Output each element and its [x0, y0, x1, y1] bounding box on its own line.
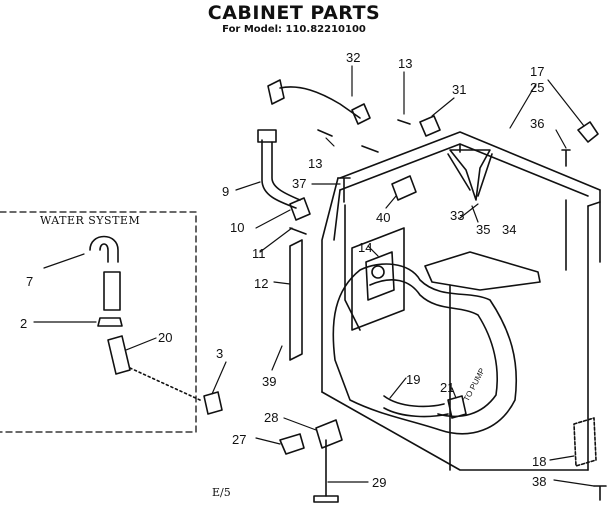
callout-7: 7: [26, 274, 33, 289]
hinge-18: [573, 417, 597, 467]
to-pump-note: TO PUMP: [462, 367, 487, 403]
harness-connector: [267, 79, 285, 105]
inlet-line: [129, 367, 201, 401]
clamp-10: [289, 197, 311, 221]
pressure-switch-knob: [371, 265, 385, 279]
callout-19: 19: [406, 372, 420, 387]
callout-37: 37: [292, 176, 306, 191]
callout-10: 10: [230, 220, 244, 235]
leveling-foot: [313, 495, 339, 503]
callout-2: 2: [20, 316, 27, 331]
screw-37b: [361, 145, 379, 153]
callout-38: 38: [532, 474, 546, 489]
cabinet-top-opening: [424, 251, 541, 291]
clamp-2: [97, 317, 123, 327]
water-system-inset-border: [0, 211, 197, 433]
callout-36: 36: [530, 116, 544, 131]
callout-27: 27: [232, 432, 246, 447]
callout-39: 39: [262, 374, 276, 389]
water-system-label: WATER SYSTEM: [40, 214, 141, 227]
callout-18: 18: [532, 454, 546, 469]
model-subtitle: For Model: 110.82210100: [222, 24, 366, 35]
top-bracket-arms: [449, 149, 491, 201]
inlet-hose-7: [89, 235, 119, 263]
callout-3: 3: [216, 346, 223, 361]
callout-20: 20: [158, 330, 172, 345]
side-panel: [289, 239, 303, 361]
callout-25: 25: [530, 80, 544, 95]
part-40: [391, 175, 417, 201]
fill-hose-cap: [257, 129, 277, 143]
callout-labels: 32 13 31 17 25 36 9 13 37 40 33 35 34 10…: [20, 50, 546, 490]
callout-29: 29: [372, 475, 386, 490]
inlet-hose-7-inner: [99, 243, 109, 263]
callout-11: 11: [252, 246, 266, 261]
callout-13b: 13: [308, 156, 322, 171]
callout-28: 28: [264, 410, 278, 425]
callout-40: 40: [376, 210, 390, 225]
screw-11: [289, 227, 307, 235]
top-bracket-right-arm: [477, 153, 493, 197]
callout-13a: 13: [398, 56, 412, 71]
screw-36: [561, 149, 571, 167]
cabinet-inner-back: [344, 204, 361, 331]
callout-35: 35: [476, 222, 490, 237]
fill-hose: [261, 139, 297, 209]
clamp-3: [203, 391, 223, 415]
callout-9: 9: [222, 184, 229, 199]
cabinet-bottom-edge: [321, 391, 589, 471]
screw-13b: [317, 129, 333, 137]
callout-17: 17: [530, 64, 544, 79]
top-bracket-left-arm: [447, 153, 471, 191]
harness-plug: [351, 103, 371, 125]
callout-12: 12: [254, 276, 268, 291]
screw-37: [337, 177, 351, 203]
cabinet-top-front-edge: [339, 131, 601, 191]
screw-13a: [397, 119, 411, 125]
clip-27: [279, 433, 305, 455]
fill-hose-inner: [271, 141, 301, 201]
callout-21: 21: [440, 380, 454, 395]
cabinet-right-top: [587, 189, 601, 207]
cabinet-left-edge: [321, 177, 339, 393]
drain-hose: [383, 395, 445, 408]
callout-34: 34: [502, 222, 516, 237]
pressure-switch-bracket: [351, 227, 405, 331]
callout-32: 32: [346, 50, 360, 65]
callout-14: 14: [358, 240, 372, 255]
inlet-fitting-20: [107, 335, 131, 375]
cabinet-left-inner: [333, 189, 341, 241]
leader-lines: [33, 65, 595, 487]
callout-31: 31: [452, 82, 466, 97]
screw-38: [593, 485, 607, 501]
wire-harness: [279, 86, 361, 119]
hose-section: [103, 271, 121, 311]
diagram-title: CABINET PARTS: [207, 2, 381, 24]
drain-hose-inner: [383, 407, 449, 418]
hinge-part: [577, 121, 599, 143]
hose-clamp-21: [447, 395, 467, 419]
pressure-switch: [365, 251, 395, 301]
callout-33: 33: [450, 208, 464, 223]
page-footnote: E/5: [212, 486, 231, 499]
leg-bracket-28: [315, 419, 343, 449]
clip-31: [419, 115, 441, 137]
cabinet-front-cutout-inner: [369, 279, 498, 418]
cabinet-front-cutout: [332, 263, 518, 435]
